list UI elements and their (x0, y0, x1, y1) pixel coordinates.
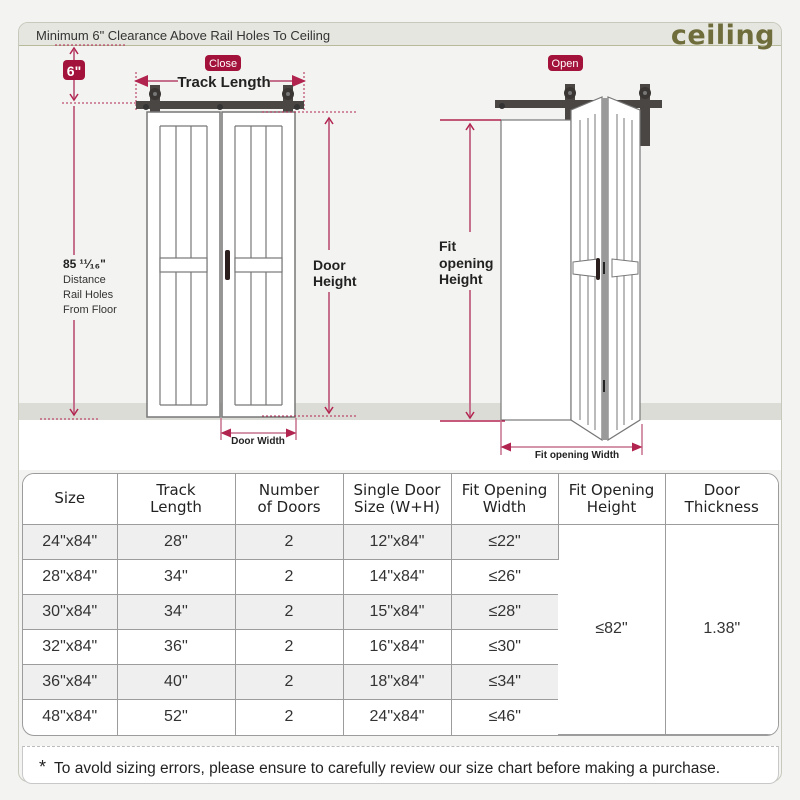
cell-fit-width: ≤46" (488, 708, 521, 726)
table-row: 36"x84" 40'' 2 18"x84" ≤34" (23, 664, 778, 700)
cell-fit-height: ≤82" (558, 524, 666, 735)
cell-single: 24"x84" (343, 699, 452, 735)
cell-track: 34'' (117, 594, 236, 630)
floor-band (19, 403, 781, 420)
table-row: 48"x84" 52'' 2 24"x84" ≤46" (23, 699, 778, 735)
cell-fit-width: ≤28" (451, 594, 558, 630)
table-row: 28"x84" 34'' 2 14"x84" ≤26" (23, 559, 778, 595)
close-door-illustration (40, 44, 358, 440)
distance-value: 85 ¹¹⁄₁₆" (63, 257, 106, 271)
cell-fit-width: ≤30" (451, 629, 558, 665)
fit-height-line-2: opening (439, 255, 493, 271)
cell-track: 34'' (117, 559, 236, 595)
fit-height-line-1: Fit (439, 238, 456, 254)
cell-size: 28"x84" (23, 559, 118, 595)
table-row: 32"x84" 36'' 2 16"x84" ≤30" (23, 629, 778, 665)
open-door-illustration (440, 84, 662, 455)
open-badge: Open (552, 58, 579, 70)
table-row: 24"x84" 28'' 2 12"x84" ≤22" ≤82" 1.38" (23, 524, 778, 735)
cell-size: 30"x84" (23, 594, 118, 630)
door-handle-icon (225, 250, 230, 280)
fit-width-label: Fit opening Width (535, 450, 619, 461)
distance-line-3: From Floor (63, 304, 117, 316)
close-badge: Close (209, 58, 237, 70)
footnote-box: * To avold sizing errors, please ensure … (22, 746, 779, 784)
cell-single: 18"x84" (343, 664, 452, 700)
door-height-line-2: Height (313, 273, 357, 289)
track-length-label: Track Length (177, 74, 270, 91)
cell-single: 12"x84" (343, 524, 452, 560)
close-badge-bg (205, 55, 241, 71)
distance-line-2: Rail Holes (63, 289, 114, 301)
cell-fit-width: ≤22" (451, 524, 559, 560)
cell-single: 16"x84" (343, 629, 452, 665)
cell-doors: 2 (235, 594, 344, 630)
cell-doors: 2 (235, 524, 344, 560)
cell-track: 52'' (117, 699, 236, 735)
door-height-line-1: Door (313, 257, 346, 273)
table-row: 30"x84" 34'' 2 15"x84" ≤28" (23, 594, 778, 630)
cell-size: 36"x84" (23, 664, 118, 700)
clearance-note: Minimum 6" Clearance Above Rail Holes To… (36, 28, 331, 43)
cell-doors: 2 (235, 629, 344, 665)
cell-size: 24"x84" (23, 524, 118, 560)
fit-height-line-3: Height (439, 271, 483, 287)
cell-size: 48"x84" (23, 699, 118, 735)
cell-fit-width: ≤34" (451, 664, 558, 700)
door-width-label: Door Width (231, 436, 285, 447)
ceiling-label: ceiling (670, 22, 775, 51)
cell-track: 28'' (117, 524, 236, 560)
cell-fit-width: ≤26" (451, 559, 558, 595)
cell-single: 14"x84" (343, 559, 452, 595)
ceiling-band: Minimum 6" Clearance Above Rail Holes To… (19, 23, 781, 51)
clearance-badge: 6" (67, 63, 81, 79)
door-diagram: Close 6" Track Length 85 ¹¹⁄₁₆" Distance… (19, 44, 781, 470)
cell-thickness: 1.38" (665, 524, 778, 735)
cell-doors: 2 (235, 699, 344, 735)
cell-track: 36'' (117, 629, 236, 665)
footnote-text: To avold sizing errors, please ensure to… (54, 760, 721, 777)
cell-size: 32"x84" (23, 629, 118, 665)
footnote: * To avold sizing errors, please ensure … (39, 757, 720, 778)
distance-line-1: Distance (63, 274, 106, 286)
header-size: Size (23, 474, 118, 525)
cell-track: 40'' (117, 664, 236, 700)
cell-single: 15"x84" (343, 594, 452, 630)
asterisk-icon: * (39, 757, 47, 777)
cell-doors: 2 (235, 559, 344, 595)
cell-doors: 2 (235, 664, 344, 700)
